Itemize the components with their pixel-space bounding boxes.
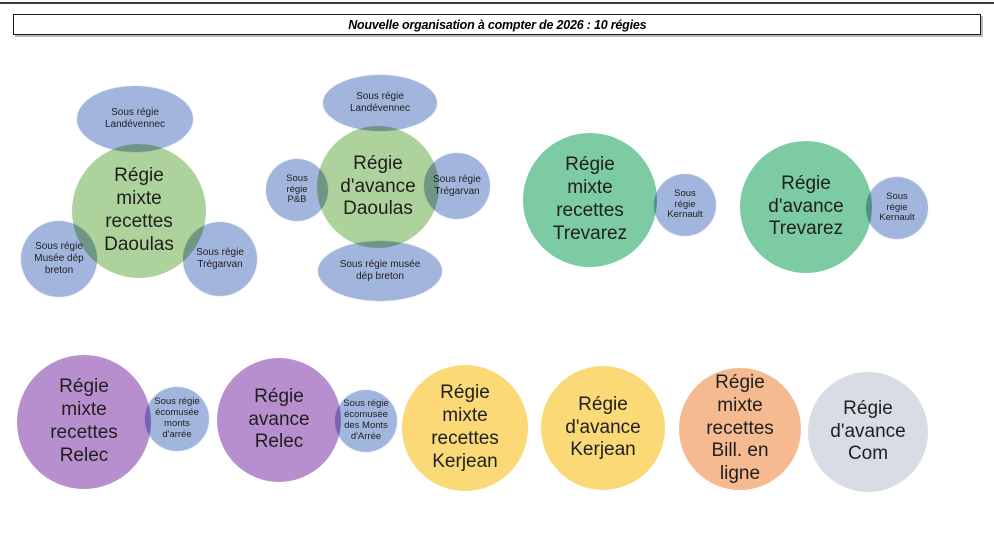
satellite-label: Sous régie Trégarvan	[196, 247, 244, 270]
satellite-label: Sous régie Landévennec	[349, 91, 411, 114]
satellite-label: Sous régie P&B	[286, 172, 308, 206]
bubble-regie-avance-com: Régie d'avance Com	[808, 372, 928, 492]
bubble-regie-avance-trevarez: Régie d'avance Trevarez	[740, 141, 872, 273]
satellite-label: Sous régie Landévennec	[104, 107, 166, 130]
bubble-regie-avance-relec: Régie avance Relec	[217, 358, 341, 482]
bubble-label: Régie d'avance Trevarez	[768, 172, 844, 240]
bubble-label: Régie mixte recettes Kerjean	[431, 382, 499, 472]
satellite-sous-regie-kernault: Sous régie Kernault	[653, 173, 717, 237]
satellite-sous-regie-ecomusee-des-monts-darree: Sous régie écomusée des Monts d'Arrée	[334, 389, 398, 453]
satellite-sous-regie-musee-dep-breton: Sous régie Musée dép breton	[20, 220, 98, 298]
satellite-sous-regie-pb: Sous régie P&B	[265, 158, 329, 222]
bubble-label: Régie mixte recettes Daoulas	[104, 165, 174, 255]
satellite-sous-regie-ecomusee-monts-darree: Sous régie écomusée monts d'arrée	[144, 386, 210, 452]
satellite-label: Sous régie Musée dép breton	[34, 241, 84, 276]
satellite-label: Sous régie écomusée monts d'arrée	[154, 396, 200, 440]
satellite-label: Sous régie Kernault	[879, 190, 915, 224]
bubble-regie-avance-daoulas: Régie d'avance Daoulas	[317, 126, 439, 248]
satellite-sous-regie-kernault: Sous régie Kernault	[865, 176, 929, 240]
bubble-label: Régie d'avance Com	[830, 397, 906, 465]
title-box: Nouvelle organisation à compter de 2026 …	[13, 14, 981, 35]
top-border-line	[0, 2, 994, 4]
diagram-title: Nouvelle organisation à compter de 2026 …	[347, 17, 647, 32]
bubble-label: Régie avance Relec	[248, 385, 310, 453]
bubble-label: Régie d'avance Daoulas	[340, 152, 416, 220]
bubble-regie-mixte-recettes-relec: Régie mixte recettes Relec	[17, 355, 151, 489]
bubble-regie-avance-kerjean: Régie d'avance Kerjean	[541, 366, 665, 490]
satellite-label: Sous régie Kernault	[667, 187, 703, 221]
bubble-label: Régie mixte recettes Bill. en ligne	[706, 371, 774, 485]
satellite-label: Sous régie écomusée des Monts d'Arrée	[343, 398, 389, 442]
bubble-regie-mixte-recettes-trevarez: Régie mixte recettes Trevarez	[523, 133, 657, 267]
satellite-sous-regie-tregarvan: Sous régie Trégarvan	[423, 152, 491, 220]
satellite-sous-regie-tregarvan: Sous régie Trégarvan	[182, 221, 258, 297]
satellite-label: Sous régie Trégarvan	[433, 174, 481, 197]
satellite-sous-regie-landevennec: Sous régie Landévennec	[76, 85, 194, 153]
bubble-regie-mixte-recettes-kerjean: Régie mixte recettes Kerjean	[402, 365, 528, 491]
satellite-sous-regie-musee-dep-breton: Sous régie musée dép breton	[317, 240, 443, 302]
satellite-label: Sous régie musée dép breton	[339, 259, 421, 282]
satellite-sous-regie-landevennec: Sous régie Landévennec	[322, 74, 438, 132]
bubble-label: Régie mixte recettes Trevarez	[552, 154, 628, 244]
bubble-label: Régie d'avance Kerjean	[565, 393, 641, 461]
bubble-label: Régie mixte recettes Relec	[50, 376, 118, 466]
bubble-regie-mixte-recettes-billetterie-en-ligne: Régie mixte recettes Bill. en ligne	[679, 368, 801, 490]
